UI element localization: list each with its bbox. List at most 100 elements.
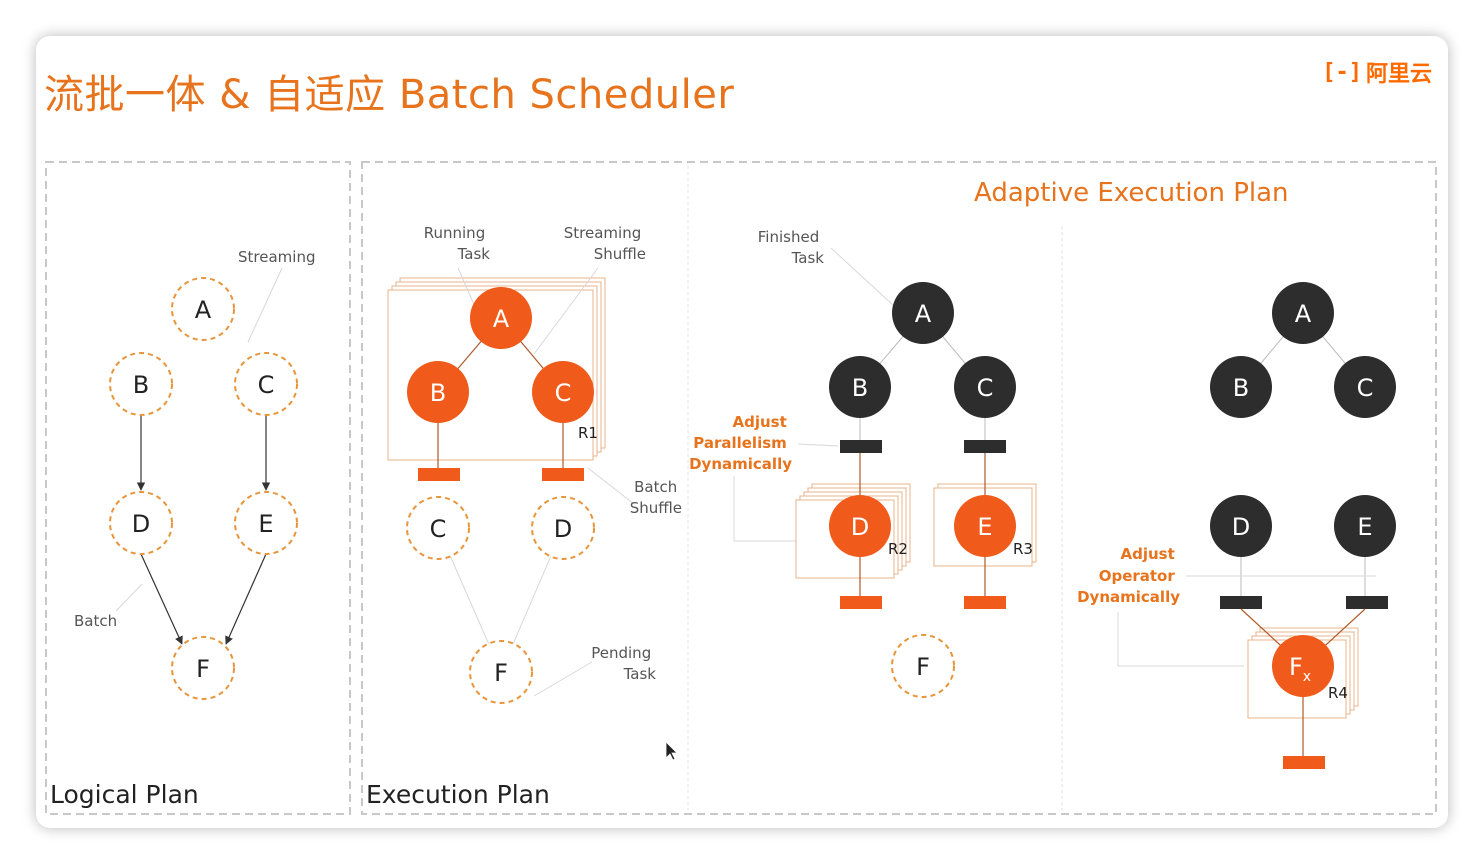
adapt1-node-c: C (954, 356, 1016, 418)
adapt1-node-b: B (829, 356, 891, 418)
node-circle (954, 495, 1016, 557)
node-circle (234, 491, 298, 555)
node-label: A (493, 305, 510, 333)
edge-e-f (225, 553, 267, 645)
node-label: F (196, 655, 210, 683)
node-label: A (1295, 300, 1312, 328)
node-circle (234, 352, 298, 416)
exec-node-c-pending: C (406, 496, 470, 560)
node-label: C (430, 515, 447, 543)
leader-finished-task (830, 247, 895, 307)
leader-batch (115, 583, 143, 612)
shuffle-bar-dark (1220, 596, 1262, 609)
exec-node-b: B (407, 361, 469, 423)
adjust-parallelism-line-3: Dynamically (689, 455, 792, 473)
logical-plan-frame (45, 161, 351, 815)
node-circle (109, 491, 173, 555)
exec-node-c: C (532, 361, 594, 423)
annotation-running-task: Running Task (424, 224, 491, 263)
leader-streaming (247, 267, 283, 343)
adapt2-node-b: B (1210, 356, 1272, 418)
leader-adjust-parallelism (797, 443, 839, 447)
adapt2-node-a: A (1272, 282, 1334, 344)
adjust-parallelism-line-1: Adjust (733, 413, 787, 431)
annotation-adjust-operator: Adjust Operator Dynamically (1077, 545, 1180, 606)
shuffle-bar-dark (840, 440, 882, 453)
execution-plan-frame (361, 161, 1437, 815)
node-label: B (133, 371, 149, 399)
streaming-shuffle-line-2: Shuffle (594, 245, 646, 263)
region-r1-label: R1 (578, 424, 598, 442)
leader-batch-shuffle (587, 467, 635, 505)
node-label: D (1232, 513, 1250, 541)
logical-plan-label: Logical Plan (50, 780, 199, 809)
node-label: F (494, 659, 508, 687)
logo-mark-icon: [-] (1322, 59, 1362, 85)
adapt2-node-e: E (1334, 495, 1396, 557)
adapt2-node-c: C (1334, 356, 1396, 418)
logical-node-a: A (171, 277, 235, 341)
running-line-2: Task (457, 245, 491, 263)
node-circle (1210, 356, 1272, 418)
region-r4-label: R4 (1328, 684, 1348, 702)
adapt1-node-e: E (954, 495, 1016, 557)
node-circle (407, 361, 469, 423)
shuffle-bar-dark (1346, 596, 1388, 609)
slide: 流批一体 & 自适应 Batch Scheduler [-] 阿里云 Adapt… (36, 36, 1448, 828)
logical-node-d: D (109, 491, 173, 555)
exec-node-a: A (470, 287, 532, 349)
leader-adjust-operator-r4 (1117, 612, 1244, 667)
node-circle (1334, 356, 1396, 418)
region-r3-label: R3 (1013, 540, 1033, 558)
pending-line-1: Pending (591, 644, 651, 662)
adapt1-node-f-pending: F (891, 634, 955, 698)
node-label: A (915, 300, 932, 328)
adapt2-node-fx: Fx (1272, 635, 1334, 697)
node-label: A (195, 296, 212, 324)
shuffle-bar-orange (418, 468, 460, 481)
shuffle-bar-orange (1283, 756, 1325, 769)
node-circle (171, 277, 235, 341)
node-label: B (1233, 374, 1249, 402)
mouse-cursor-icon (665, 741, 678, 761)
node-circle (532, 361, 594, 423)
node-circle (469, 640, 533, 704)
adapt1-node-a: A (892, 282, 954, 344)
adaptive-plan-heading: Adaptive Execution Plan (974, 178, 1289, 208)
node-circle (954, 356, 1016, 418)
node-label: C (1357, 374, 1374, 402)
node-circle (1210, 495, 1272, 557)
finished-line-2: Task (791, 249, 825, 267)
streaming-shuffle-line-1: Streaming (564, 224, 641, 242)
logical-node-f: F (171, 636, 235, 700)
adapt1-node-d: D (829, 495, 891, 557)
adjust-operator-line-3: Dynamically (1077, 588, 1180, 606)
leader-streaming-shuffle (533, 267, 599, 355)
alibaba-cloud-logo: [-] 阿里云 (1322, 56, 1432, 88)
node-label: C (555, 379, 572, 407)
running-line-1: Running (424, 224, 485, 242)
leader-pending-task (533, 661, 593, 697)
node-circle (1272, 282, 1334, 344)
leader-adjust-parallelism-r2 (733, 476, 806, 542)
annotation-pending-task: Pending Task (591, 644, 656, 683)
node-circle (1334, 495, 1396, 557)
adjust-operator-line-1: Adjust (1121, 545, 1175, 563)
fx-subscript: x (1303, 669, 1311, 685)
node-label: F (916, 653, 930, 681)
node-circle (891, 634, 955, 698)
annotation-streaming: Streaming (238, 248, 315, 266)
node-circle (1272, 635, 1334, 697)
batch-shuffle-line-2: Shuffle (630, 499, 682, 517)
node-label: B (852, 374, 868, 402)
scheduler-diagram: Adaptive Execution Plan Streaming Batch … (45, 161, 1437, 815)
node-label: Fx (1289, 653, 1311, 685)
shuffle-bar-dark (964, 440, 1006, 453)
logical-node-e: E (234, 491, 298, 555)
node-label: D (554, 515, 572, 543)
node-circle (829, 495, 891, 557)
node-label: D (851, 513, 869, 541)
node-circle (829, 356, 891, 418)
exec-node-f-pending: F (469, 640, 533, 704)
node-label: C (977, 374, 994, 402)
